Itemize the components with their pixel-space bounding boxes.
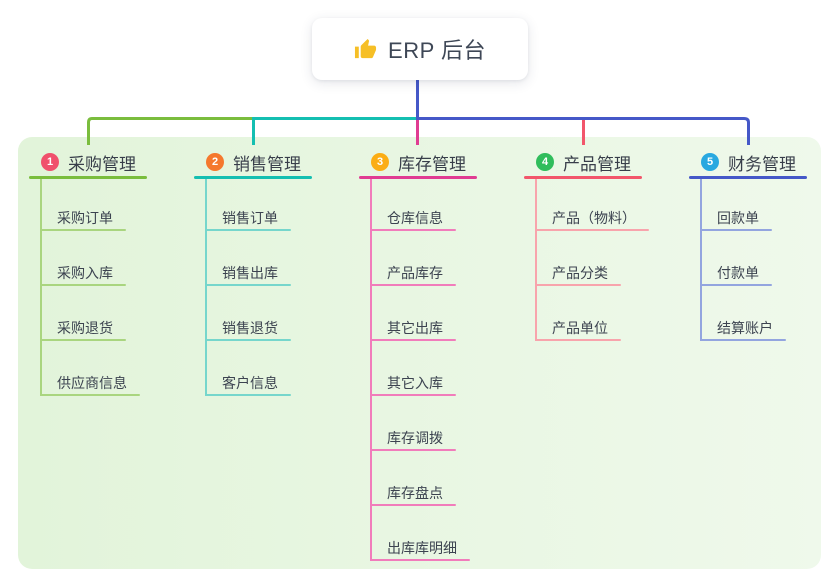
child-underline bbox=[370, 284, 456, 286]
child-node[interactable]: 产品库存 bbox=[387, 265, 443, 281]
branch-node-5[interactable]: 5 财务管理 bbox=[701, 150, 796, 174]
child-underline bbox=[205, 284, 291, 286]
child-node[interactable]: 其它出库 bbox=[387, 320, 443, 336]
branch-number-badge: 2 bbox=[206, 153, 224, 171]
child-node[interactable]: 其它入库 bbox=[387, 375, 443, 391]
thumbs-up-icon bbox=[354, 38, 377, 61]
root-node[interactable]: ERP 后台 bbox=[312, 18, 528, 80]
branch-underline bbox=[29, 176, 147, 179]
branch-child-connector bbox=[205, 179, 207, 396]
child-underline bbox=[535, 229, 649, 231]
child-node[interactable]: 销售出库 bbox=[222, 265, 278, 281]
child-node[interactable]: 产品分类 bbox=[552, 265, 608, 281]
child-underline bbox=[205, 339, 291, 341]
child-node[interactable]: 销售退货 bbox=[222, 320, 278, 336]
branch-child-connector bbox=[370, 179, 372, 561]
branch-number-badge: 4 bbox=[536, 153, 554, 171]
child-underline bbox=[370, 504, 456, 506]
branch-child-connector bbox=[700, 179, 702, 341]
branch-child-connector bbox=[535, 179, 537, 341]
child-underline bbox=[370, 559, 470, 561]
child-underline bbox=[205, 394, 291, 396]
child-underline bbox=[370, 394, 456, 396]
branch-title-label: 销售管理 bbox=[233, 154, 301, 174]
branches-panel bbox=[18, 137, 821, 569]
branch-number-badge: 3 bbox=[371, 153, 389, 171]
child-underline bbox=[535, 339, 621, 341]
branch-number-badge: 5 bbox=[701, 153, 719, 171]
child-underline bbox=[40, 339, 126, 341]
branch-title-label: 采购管理 bbox=[68, 154, 136, 174]
child-underline bbox=[370, 449, 456, 451]
branch-underline bbox=[524, 176, 642, 179]
branch-node-1[interactable]: 1 采购管理 bbox=[41, 150, 136, 174]
child-underline bbox=[40, 284, 126, 286]
branch-underline bbox=[689, 176, 807, 179]
child-node[interactable]: 客户信息 bbox=[222, 375, 278, 391]
child-underline bbox=[535, 284, 621, 286]
child-node[interactable]: 采购订单 bbox=[57, 210, 113, 226]
child-node[interactable]: 结算账户 bbox=[717, 320, 773, 336]
child-node[interactable]: 产品单位 bbox=[552, 320, 608, 336]
branch-underline bbox=[359, 176, 477, 179]
child-node[interactable]: 仓库信息 bbox=[387, 210, 443, 226]
child-underline bbox=[700, 339, 786, 341]
child-node[interactable]: 采购入库 bbox=[57, 265, 113, 281]
root-node-label: ERP 后台 bbox=[388, 38, 486, 63]
child-node[interactable]: 库存调拨 bbox=[387, 430, 443, 446]
child-node[interactable]: 采购退货 bbox=[57, 320, 113, 336]
child-underline bbox=[370, 229, 456, 231]
branch-underline bbox=[194, 176, 312, 179]
child-node[interactable]: 供应商信息 bbox=[57, 375, 127, 391]
child-underline bbox=[40, 229, 126, 231]
branch-node-4[interactable]: 4 产品管理 bbox=[536, 150, 631, 174]
branch-node-3[interactable]: 3 库存管理 bbox=[371, 150, 466, 174]
child-node[interactable]: 付款单 bbox=[717, 265, 759, 281]
child-underline bbox=[40, 394, 140, 396]
child-node[interactable]: 产品（物料） bbox=[552, 210, 636, 226]
connector-branch-5-and-root-stem bbox=[416, 80, 750, 145]
child-underline bbox=[370, 339, 456, 341]
child-node[interactable]: 库存盘点 bbox=[387, 485, 443, 501]
branch-title-label: 产品管理 bbox=[563, 154, 631, 174]
child-node[interactable]: 出库库明细 bbox=[387, 540, 457, 556]
child-underline bbox=[700, 284, 772, 286]
child-node[interactable]: 销售订单 bbox=[222, 210, 278, 226]
branch-title-label: 库存管理 bbox=[398, 154, 466, 174]
child-underline bbox=[700, 229, 772, 231]
branch-number-badge: 1 bbox=[41, 153, 59, 171]
branch-node-2[interactable]: 2 销售管理 bbox=[206, 150, 301, 174]
child-node[interactable]: 回款单 bbox=[717, 210, 759, 226]
child-underline bbox=[205, 229, 291, 231]
branch-title-label: 财务管理 bbox=[728, 154, 796, 174]
branch-child-connector bbox=[40, 179, 42, 396]
